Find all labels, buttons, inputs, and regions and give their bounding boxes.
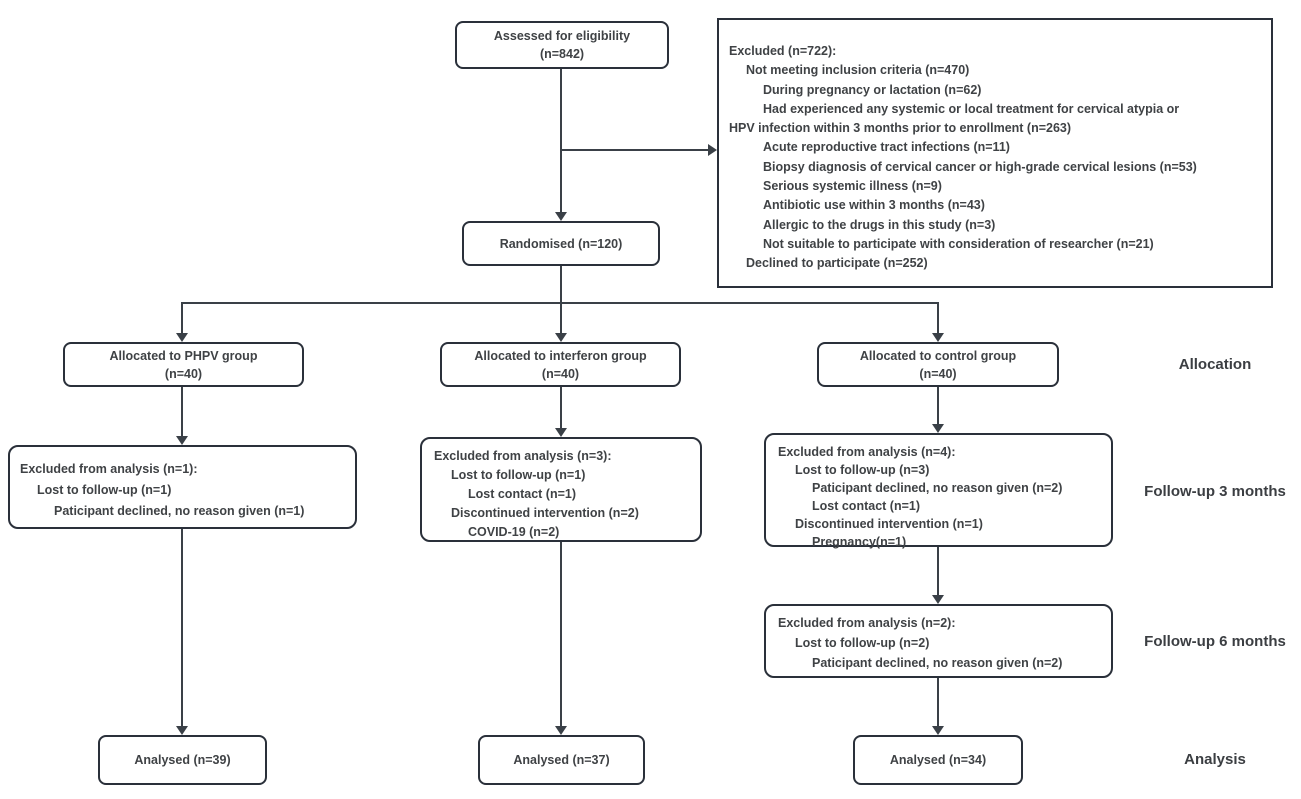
excluded-reason: Excluded from analysis (n=1): xyxy=(20,462,198,476)
excluded-reason: Discontinued intervention (n=1) xyxy=(795,517,983,531)
excluded-reason: Not suitable to participate with conside… xyxy=(763,236,1154,251)
box-allocated-control: Allocated to control group (n=40) xyxy=(817,342,1059,387)
arrow-down-icon xyxy=(555,428,567,437)
box-excluded-phpv: Excluded from analysis (n=1): Lost to fo… xyxy=(8,445,357,529)
connector-branch-to-interferon xyxy=(560,302,562,333)
stage-label-allocation: Allocation xyxy=(1178,356,1252,373)
excluded-reason: Pregnancy(n=1) xyxy=(812,535,907,549)
connector-control-to-excl3m xyxy=(937,387,939,424)
excluded-reason: Lost contact (n=1) xyxy=(812,499,920,513)
box-excluded: Excluded (n=722): Not meeting inclusion … xyxy=(717,18,1273,288)
box-line: Allocated to interferon group xyxy=(474,348,647,363)
excluded-reason: Lost to follow-up (n=1) xyxy=(451,468,586,482)
stage-label-followup-6-months: Follow-up 6 months xyxy=(1144,633,1286,650)
excluded-reason: Excluded from analysis (n=3): xyxy=(434,449,612,463)
box-line: (n=40) xyxy=(164,366,203,381)
excluded-reason: Allergic to the drugs in this study (n=3… xyxy=(763,217,996,232)
box-line: (n=40) xyxy=(541,366,580,381)
excluded-reason: Declined to participate (n=252) xyxy=(746,256,928,271)
connector-randomised-to-branch xyxy=(560,266,562,304)
arrow-down-icon xyxy=(176,436,188,445)
box-line: Assessed for eligibility xyxy=(493,29,631,43)
excluded-reason: COVID-19 (n=2) xyxy=(468,525,560,539)
arrow-down-icon xyxy=(176,333,188,342)
box-allocated-phpv: Allocated to PHPV group (n=40) xyxy=(63,342,304,387)
arrow-down-icon xyxy=(555,212,567,221)
box-randomised: Randomised (n=120) xyxy=(462,221,660,266)
box-analysed-control: Analysed (n=34) xyxy=(853,735,1023,785)
arrow-down-icon xyxy=(932,595,944,604)
box-line: Analysed (n=39) xyxy=(134,753,231,767)
box-excluded-control-3m: Excluded from analysis (n=4): Lost to fo… xyxy=(764,433,1113,549)
box-excluded-interferon: Excluded from analysis (n=3): Lost to fo… xyxy=(420,437,702,542)
connector-to-excluded xyxy=(561,149,708,151)
excluded-reason: During pregnancy or lactation (n=62) xyxy=(763,82,982,97)
connector-excl3m-to-excl6m xyxy=(937,545,939,595)
box-line: Analysed (n=37) xyxy=(513,753,610,767)
box-line: Allocated to PHPV group xyxy=(109,348,258,363)
connector-interferon-to-analysed xyxy=(560,542,562,726)
excluded-reason: Excluded from analysis (n=4): xyxy=(778,445,956,459)
excluded-reason: Paticipant declined, no reason given (n=… xyxy=(54,504,305,518)
box-line: (n=40) xyxy=(919,366,957,381)
box-line: Analysed (n=34) xyxy=(889,753,987,767)
excluded-reason: Discontinued intervention (n=2) xyxy=(451,506,639,520)
box-allocated-interferon: Allocated to interferon group (n=40) xyxy=(440,342,681,387)
connector-interferon-to-excl xyxy=(560,387,562,428)
excluded-reason: Antibiotic use within 3 months (n=43) xyxy=(763,198,985,213)
excluded-reason: HPV infection within 3 months prior to e… xyxy=(729,121,1072,136)
excluded-reason: Not meeting inclusion criteria (n=470) xyxy=(746,63,970,78)
arrow-down-icon xyxy=(555,726,567,735)
arrow-down-icon xyxy=(932,726,944,735)
connector-phpv-to-excl xyxy=(181,387,183,436)
box-line: Randomised (n=120) xyxy=(499,236,623,251)
box-analysed-interferon: Analysed (n=37) xyxy=(478,735,645,785)
arrow-right-icon xyxy=(708,144,717,156)
excluded-reason: Lost contact (n=1) xyxy=(468,487,576,501)
box-analysed-phpv: Analysed (n=39) xyxy=(98,735,267,785)
box-line: (n=842) xyxy=(539,47,585,61)
excluded-reason: Lost to follow-up (n=2) xyxy=(795,636,930,650)
excluded-reason: Paticipant declined, no reason given (n=… xyxy=(812,481,1063,495)
excluded-reason: Paticipant declined, no reason given (n=… xyxy=(812,656,1063,670)
stage-label-analysis: Analysis xyxy=(1184,751,1246,768)
arrow-down-icon xyxy=(932,333,944,342)
connector-phpv-to-analysed xyxy=(181,529,183,726)
excluded-reason: Acute reproductive tract infections (n=1… xyxy=(763,140,1010,155)
excluded-reason: Lost to follow-up (n=3) xyxy=(795,463,930,477)
excluded-reason: Lost to follow-up (n=1) xyxy=(37,483,172,497)
excluded-reason: Serious systemic illness (n=9) xyxy=(763,179,942,194)
excluded-reason: Had experienced any systemic or local tr… xyxy=(763,101,1180,116)
stage-label-followup-3-months: Follow-up 3 months xyxy=(1144,483,1286,500)
arrow-down-icon xyxy=(176,726,188,735)
box-line: Allocated to control group xyxy=(859,348,1017,363)
box-assessed-eligibility: Assessed for eligibility (n=842) xyxy=(455,21,669,69)
arrow-down-icon xyxy=(932,424,944,433)
excluded-reason: Excluded from analysis (n=2): xyxy=(778,616,956,630)
connector-branch-to-phpv xyxy=(181,302,183,333)
connector-branch-to-control xyxy=(937,302,939,333)
excluded-reason: Biopsy diagnosis of cervical cancer or h… xyxy=(763,159,1197,174)
excluded-reason: Excluded (n=722): xyxy=(729,44,837,58)
box-excluded-control-6m: Excluded from analysis (n=2): Lost to fo… xyxy=(764,604,1113,678)
arrow-down-icon xyxy=(555,333,567,342)
connector-excl6m-to-analysed xyxy=(937,678,939,726)
connector-assessed-to-randomised xyxy=(560,69,562,212)
